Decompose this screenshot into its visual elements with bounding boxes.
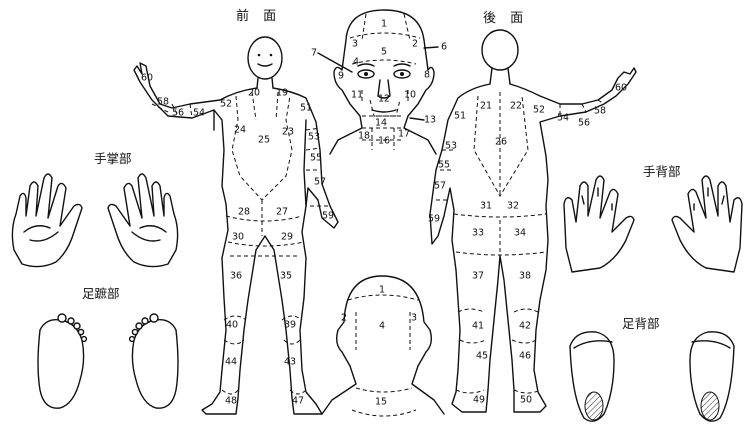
back-num: 52: [533, 105, 545, 116]
front-num: 43: [284, 357, 296, 368]
front-num: 28: [238, 207, 250, 218]
face-num: 11: [351, 90, 363, 101]
head-back-num: 4: [379, 321, 385, 332]
face-num: 10: [404, 90, 416, 101]
front-num: 35: [280, 271, 292, 282]
front-title: 前 面: [236, 8, 281, 24]
face-num: 5: [381, 47, 387, 58]
front-num: 60: [141, 73, 153, 84]
head-back-num: 2: [341, 313, 347, 324]
soles-figure: [38, 314, 178, 408]
back-num: 53: [445, 141, 457, 152]
back-num: 21: [480, 101, 492, 112]
front-num: 51: [300, 103, 312, 114]
face-num: 13: [424, 115, 436, 126]
face-num: 14: [375, 118, 387, 129]
back-num: 56: [578, 118, 590, 129]
front-num: 27: [276, 207, 288, 218]
back-num: 31: [480, 201, 492, 212]
back-num: 26: [495, 137, 507, 148]
front-num: 36: [230, 271, 242, 282]
face-num: 2: [412, 39, 418, 50]
face-num: 17: [398, 129, 410, 140]
back-num: 58: [594, 106, 606, 117]
back-num: 45: [476, 351, 488, 362]
back-num: 42: [519, 321, 531, 332]
back-num: 50: [520, 395, 532, 406]
face-figure: [318, 10, 438, 154]
back-num: 49: [473, 395, 485, 406]
front-num: 30: [232, 232, 244, 243]
foot-back-title: 足背部: [622, 316, 660, 331]
face-num: 1: [381, 19, 387, 30]
front-num: 57: [314, 177, 326, 188]
front-num: 55: [310, 153, 322, 164]
back-num: 51: [454, 111, 466, 122]
back-num: 55: [438, 160, 450, 171]
back-num: 41: [472, 321, 484, 332]
front-num: 44: [225, 357, 237, 368]
hand-backs-figure: [564, 176, 742, 272]
face-num: 7: [311, 48, 317, 59]
back-num: 57: [434, 181, 446, 192]
back-num: 54: [557, 113, 569, 124]
back-num: 60: [615, 83, 627, 94]
head-back-num: 1: [379, 285, 385, 296]
face-num: 4: [353, 57, 359, 68]
front-num: 19: [276, 88, 288, 99]
back-of-head-figure: [322, 276, 444, 416]
front-num: 58: [157, 97, 169, 108]
front-num: 23: [282, 127, 294, 138]
front-num: 54: [193, 108, 205, 119]
hand-back-title: 手背部: [643, 164, 681, 179]
front-num: 39: [284, 320, 296, 331]
face-num: 8: [424, 70, 430, 81]
face-num: 3: [352, 39, 358, 50]
front-num: 53: [308, 132, 320, 143]
foot-backs-figure: [570, 332, 734, 421]
back-num: 59: [428, 214, 440, 225]
face-num: 16: [378, 136, 390, 147]
front-num: 59: [322, 211, 334, 222]
front-num: 24: [234, 125, 246, 136]
back-num: 38: [519, 271, 531, 282]
back-num: 34: [514, 228, 526, 239]
face-num: 6: [441, 42, 447, 53]
sole-title: 足蹠部: [82, 286, 120, 301]
face-num: 12: [378, 94, 390, 105]
back-title: 後 面: [483, 11, 528, 26]
head-back-num: 15: [375, 397, 387, 408]
front-num: 25: [258, 135, 270, 146]
palm-title: 手掌部: [94, 151, 132, 166]
back-num: 37: [472, 271, 484, 282]
back-num: 22: [510, 101, 522, 112]
face-num: 18: [358, 131, 370, 142]
back-num: 33: [472, 228, 484, 239]
back-num: 32: [507, 201, 519, 212]
front-num: 40: [226, 320, 238, 331]
front-num: 52: [220, 99, 232, 110]
palm-hands-figure: [12, 174, 177, 267]
front-num: 20: [248, 88, 260, 99]
front-num: 47: [292, 396, 304, 407]
head-back-num: 3: [411, 313, 417, 324]
face-num: 9: [338, 71, 344, 82]
front-num: 29: [281, 232, 293, 243]
front-num: 56: [172, 108, 184, 119]
front-num: 48: [225, 396, 237, 407]
back-num: 46: [519, 351, 531, 362]
